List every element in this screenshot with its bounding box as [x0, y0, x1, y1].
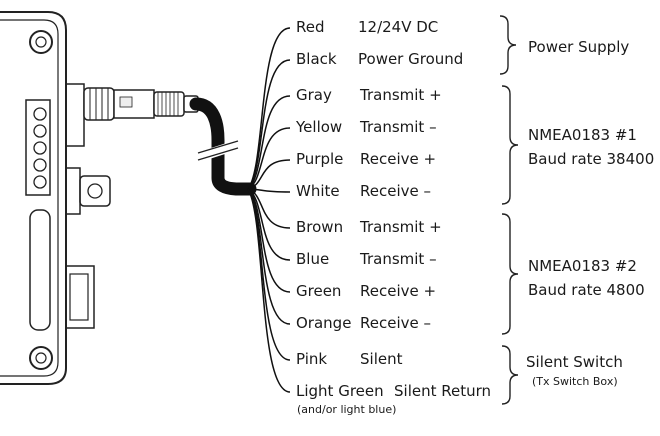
device-housing: [0, 11, 111, 385]
wire-color-label: Brown: [296, 218, 344, 236]
wire-color-label: Blue: [296, 250, 330, 268]
brace-1: [499, 15, 517, 75]
wire-red: [247, 27, 291, 190]
mount-hole-bottom: [29, 346, 53, 370]
wire-signal-label: Transmit –: [360, 250, 437, 268]
wire-color-label: Red: [296, 18, 325, 36]
wire-color-label: Yellow: [296, 118, 343, 136]
wire-color-label: Light Green: [296, 382, 384, 400]
wire-signal-label: Transmit +: [360, 218, 442, 236]
group-title: NMEA0183 #2: [528, 257, 637, 275]
device-slot: [29, 209, 51, 331]
wire-signal-label: Receive –: [360, 314, 431, 332]
brace-2: [501, 85, 519, 205]
group-subtitle: (Tx Switch Box): [532, 375, 618, 388]
wire-color-label: Purple: [296, 150, 344, 168]
cable-break: [197, 140, 239, 161]
wire-white: [247, 188, 291, 193]
cable-connector: [83, 87, 199, 121]
wire-color-label: Orange: [296, 314, 352, 332]
wire-yellow: [247, 127, 291, 190]
brace-3: [501, 213, 519, 335]
wire-light-green: [247, 188, 291, 393]
wire-color-label: Pink: [296, 350, 328, 368]
wire-signal-label: Receive +: [360, 282, 437, 300]
wire-signal-label: 12/24V DC: [358, 18, 439, 36]
group-title: Silent Switch: [526, 353, 623, 371]
wire-note: (and/or light blue): [297, 403, 397, 416]
group-subtitle: Baud rate 38400: [528, 150, 655, 168]
wire-brown: [247, 188, 291, 229]
group-title: Power Supply: [528, 38, 630, 56]
brace-4: [501, 345, 519, 405]
mount-hole-top: [29, 30, 53, 54]
wire-fan: [247, 27, 291, 393]
wire-signal-label: Silent Return: [394, 382, 492, 400]
wire-black: [247, 59, 291, 190]
group-title: NMEA0183 #1: [528, 126, 637, 144]
main-cable: [189, 97, 257, 196]
wire-purple: [247, 159, 291, 190]
group-braces: [499, 15, 519, 405]
wire-pink: [247, 188, 291, 361]
group-subtitle: Baud rate 4800: [528, 281, 645, 299]
wire-signal-label: Receive +: [360, 150, 437, 168]
wire-color-label: White: [296, 182, 340, 200]
wire-color-label: Gray: [296, 86, 332, 104]
wire-gray: [247, 95, 291, 190]
wire-signal-label: Receive –: [360, 182, 431, 200]
wire-signal-label: Transmit –: [360, 118, 437, 136]
wire-color-label: Black: [296, 50, 337, 68]
wire-signal-label: Transmit +: [360, 86, 442, 104]
wire-signal-label: Power Ground: [358, 50, 464, 68]
wire-color-label: Green: [296, 282, 342, 300]
terminal-block: [25, 99, 51, 196]
wire-signal-label: Silent: [360, 350, 403, 368]
wire-blue: [247, 188, 291, 261]
